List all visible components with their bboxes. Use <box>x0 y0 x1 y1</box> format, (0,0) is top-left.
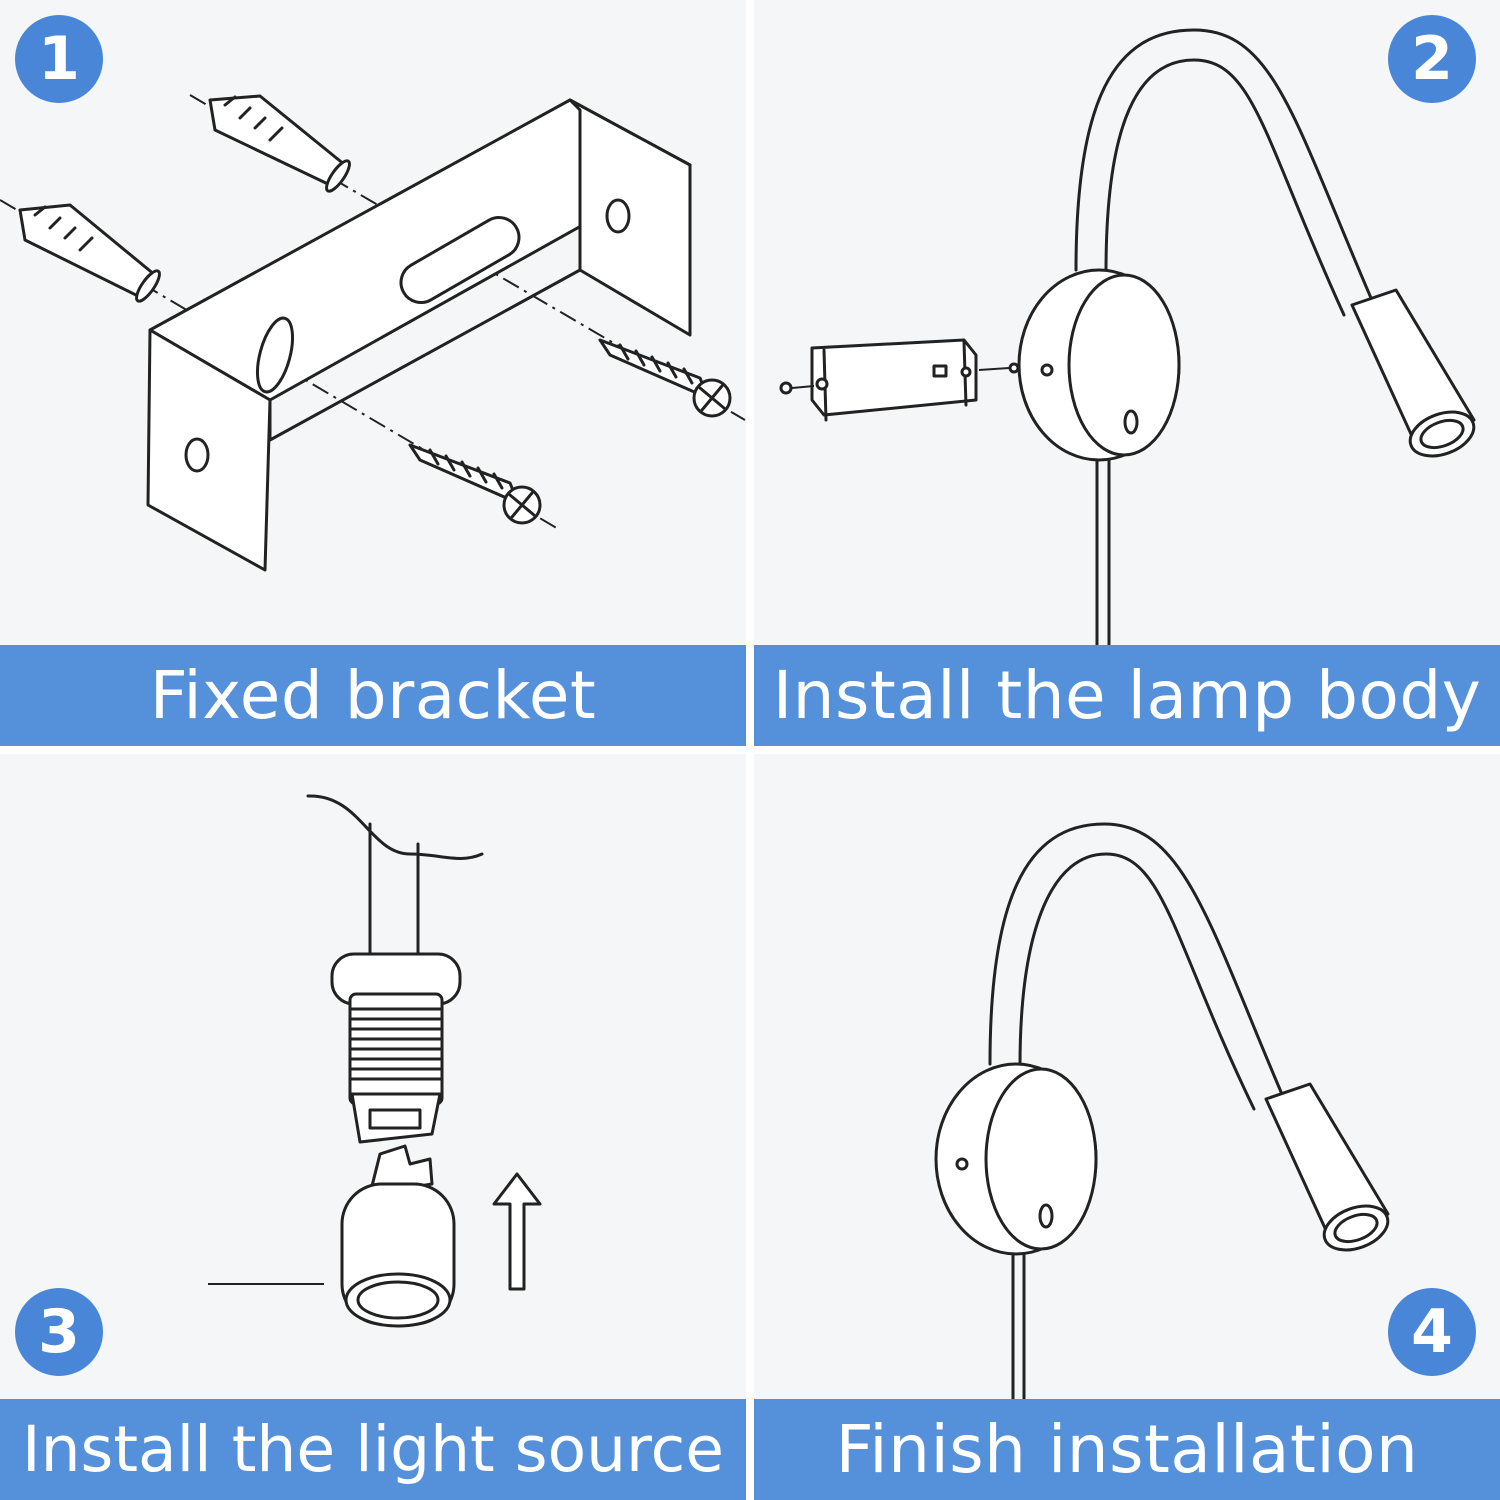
step-number-badge: 1 <box>15 15 103 103</box>
step-caption: Fixed bracket <box>0 645 746 746</box>
lamp-base-disc <box>934 1062 1098 1256</box>
step-number-badge: 4 <box>1388 1288 1476 1376</box>
mounting-plate <box>779 338 1020 422</box>
lamp-body-diagram <box>779 28 1476 645</box>
step-3-panel: 3 Install the light source <box>0 754 746 1500</box>
light-source-diagram <box>208 794 542 1328</box>
wall-anchor-top <box>208 94 351 193</box>
wall-anchor-bottom <box>18 203 161 303</box>
reading-head <box>1264 1082 1390 1252</box>
screw-lower <box>408 443 542 525</box>
step-1-panel: 1 Fixed bracket <box>0 0 746 746</box>
step-caption: Install the light source <box>0 1399 746 1500</box>
step-number-badge: 2 <box>1388 15 1476 103</box>
reading-head <box>1350 288 1476 458</box>
arrow-up-icon <box>492 1172 542 1291</box>
step-number-badge: 3 <box>15 1288 103 1376</box>
screw-upper <box>598 338 732 418</box>
step-caption: Finish installation <box>754 1399 1500 1500</box>
step-2-panel: 2 Install the lamp body <box>754 0 1500 746</box>
step-caption: Install the lamp body <box>754 645 1500 746</box>
lamp-base-disc <box>1017 268 1181 462</box>
l-bracket <box>146 98 692 572</box>
bracket-diagram <box>0 94 746 572</box>
step-4-panel: 4 Finish installation <box>754 754 1500 1500</box>
gu10-bulb <box>340 1144 456 1328</box>
lamp-socket <box>330 952 462 1144</box>
finished-lamp-diagram <box>934 822 1390 1399</box>
